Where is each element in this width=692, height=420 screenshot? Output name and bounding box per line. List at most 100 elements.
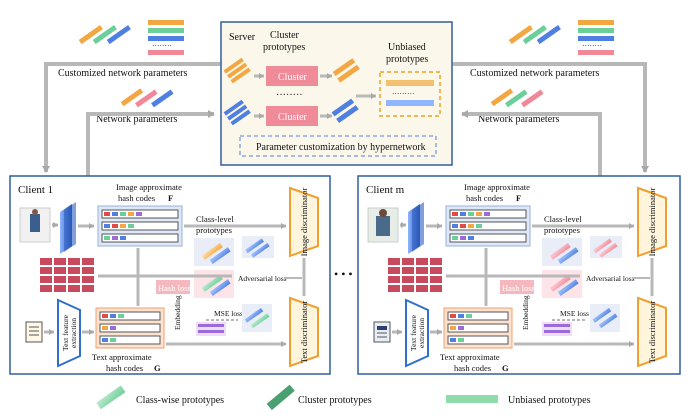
arrow-customized-left [42, 62, 221, 173]
cluster-box-top [266, 66, 318, 86]
client-m-mse-loss: MSE loss [560, 309, 589, 318]
customization-label: Parameter customization by hypernetwork [256, 142, 426, 153]
svg-text:Text feature: Text feature [409, 314, 418, 351]
client-m-image-codes-label-1: Image approximate [464, 182, 530, 192]
client-m-image-codes-label-2: hash codes [466, 193, 503, 203]
server-title: Server [229, 32, 256, 43]
legend-class-wise-icon [96, 385, 126, 410]
client-m-class-level-label-2: prototypes [544, 225, 580, 235]
client-1-text-codes-symbol: G [154, 363, 161, 373]
cluster-output-bottom [331, 98, 359, 123]
customized-params-stack-left: ········ [78, 20, 184, 55]
client-m-image-encoder [408, 202, 424, 254]
legend: Class-wise prototypes Cluster prototypes… [96, 384, 591, 411]
client-m-text-discriminator: Text discriminator [637, 296, 667, 368]
client-m-text-codes-label-1: Text approximate [440, 352, 500, 362]
svg-text:········: ········ [152, 41, 172, 50]
client-1-hash-loss-box [156, 280, 190, 294]
legend-unbiased-label: Unbiased prototypes [508, 395, 591, 406]
client-m-embedding: Embedding [521, 295, 530, 330]
clients-ellipsis: • • • [334, 267, 353, 281]
cluster-output-top [332, 58, 360, 83]
cluster-prototypes-label-1: Cluster [270, 30, 300, 41]
client-m-text-codes-label-2: hash codes [454, 363, 491, 373]
svg-text:extraction: extraction [417, 318, 426, 348]
svg-text:extraction: extraction [69, 318, 78, 348]
network-params-label-left: Network parameters [96, 114, 177, 125]
client-1-text-discriminator: Text discriminator [289, 296, 319, 368]
client-1-image-codes-symbol: F [168, 193, 173, 203]
client-1-hash-loss: Hash loss [158, 283, 191, 293]
legend-unbiased-icon [446, 395, 498, 403]
client-m-image-photo [367, 207, 399, 243]
client-m-text-discriminator-label: Text discriminator [647, 301, 657, 364]
client-1-text-feature-extraction: Text feature extraction [57, 298, 81, 368]
svg-text:·········: ········· [392, 89, 414, 98]
client-1-adversarial-loss: Adversarial loss [238, 274, 287, 283]
arrow-customized-right [452, 62, 649, 173]
client-m-class-level-label-1: Class-level [544, 214, 582, 224]
client-m-text-hash-codes [443, 307, 513, 349]
client-m-text-codes-symbol: G [502, 363, 509, 373]
client-1-text-codes-label-2: hash codes [106, 363, 143, 373]
client-m-title: Client m [366, 184, 405, 196]
client-1-embedding: Embedding [173, 295, 182, 330]
network-params-label-right: Network parameters [478, 114, 559, 125]
client-m-adversarial-loss: Adversarial loss [586, 274, 635, 283]
customized-params-label-right: Customized network parameters [470, 68, 600, 79]
legend-cluster-label: Cluster prototypes [298, 395, 372, 406]
cluster-prototypes-label-2: prototypes [263, 42, 305, 53]
legend-class-wise-label: Class-wise prototypes [136, 395, 224, 406]
client-m-panel: Client m Image approximate hash codes F … [357, 175, 681, 375]
server-dots: ········ [276, 90, 303, 101]
arrow-network-right [461, 110, 602, 176]
client-1-image-photo [19, 207, 51, 243]
client-1-panel: Client 1 Image approximate hash codes F [9, 175, 331, 375]
client-m-hash-loss-box [500, 280, 534, 294]
client-m-image-codes-symbol: F [516, 193, 521, 203]
client-1-image-hash-codes [97, 205, 183, 247]
svg-text:Text feature: Text feature [61, 314, 70, 351]
network-params-icons-right [490, 88, 544, 108]
customized-params-stack-right: ········ [508, 20, 614, 55]
flow-arrows [42, 62, 649, 176]
client-m-image-discriminator: Image discriminator [637, 186, 667, 258]
client-m-hash-loss: Hash loss [502, 283, 535, 293]
server-panel: Server Cluster prototypes Unbiased proto… [220, 21, 453, 166]
client-m-text-feature-extraction: Text feature extraction [405, 298, 429, 368]
unbiased-prototypes-box [379, 71, 441, 117]
client-1-text-codes-label-1: Text approximate [92, 352, 152, 362]
client-1-class-level-label-2: prototypes [196, 225, 232, 235]
client-1-mse-loss: MSE loss [214, 309, 243, 318]
client-1-image-discriminator: Image discriminator [289, 186, 319, 258]
client-m-text-document-icon [373, 321, 391, 343]
unbiased-prototypes-label-1: Unbiased [388, 42, 426, 53]
client-1-text-discriminator-label: Text discriminator [299, 301, 309, 364]
client-m-memory-grid [388, 258, 442, 292]
cluster-box-bottom-label: Cluster [278, 112, 308, 123]
cluster-box-top-label: Cluster [278, 72, 308, 83]
client-m-image-hash-codes [445, 205, 531, 247]
client-1-title: Client 1 [18, 184, 53, 196]
arrow-network-left [86, 110, 215, 176]
cluster-box-bottom [266, 106, 318, 126]
client-1-text-document-icon [25, 321, 43, 343]
customized-params-label-left: Customized network parameters [58, 68, 188, 79]
client-1-image-codes-label-2: hash codes [118, 193, 155, 203]
server-input-stack-bottom [223, 99, 251, 126]
network-params-icons-left [120, 88, 174, 108]
client-m-image-discriminator-label: Image discriminator [647, 187, 657, 256]
client-1-text-hash-codes [95, 307, 165, 349]
client-1-image-discriminator-label: Image discriminator [299, 187, 309, 256]
customization-box [239, 135, 437, 157]
unbiased-prototypes-label-2: prototypes [386, 54, 428, 65]
client-1-image-codes-label-1: Image approximate [116, 182, 182, 192]
client-1-image-encoder [60, 202, 76, 254]
legend-cluster-icon [266, 384, 295, 411]
client-1-memory-grid [40, 258, 94, 292]
server-input-stack-top [223, 57, 251, 84]
client-1-class-level-label-1: Class-level [196, 214, 234, 224]
svg-text:········: ········ [582, 41, 602, 50]
